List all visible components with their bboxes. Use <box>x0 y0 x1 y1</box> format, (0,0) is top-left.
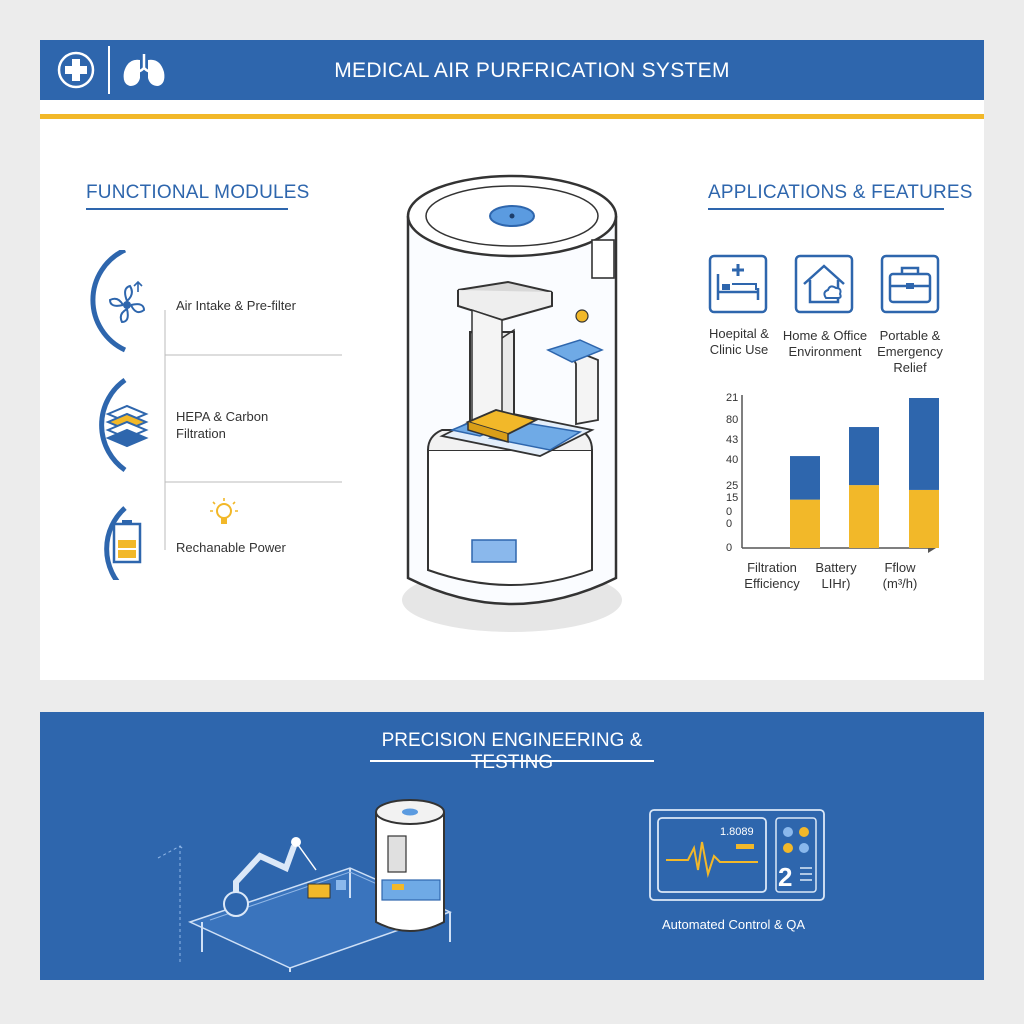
chart-category-label: Filtration Efficiency <box>744 560 800 591</box>
header-bar: MEDICAL AIR PURFRICATION SYSTEM <box>40 40 984 100</box>
automated-control-caption: Automated Control & QA <box>662 917 806 932</box>
app-label-portable: Portable & Emergency Relief <box>877 328 943 375</box>
assembly-line-illustration <box>157 799 453 972</box>
bar-segment <box>909 489 939 548</box>
chart-category-label: Battery LIHr) <box>815 560 857 591</box>
applications-title: APPLICATIONS & FEATURES <box>708 182 973 203</box>
module-label-hepa: HEPA & Carbon Filtration <box>176 409 269 441</box>
chart-category-label: Fflow (m³/h) <box>882 560 918 591</box>
header-divider <box>108 46 110 94</box>
filter-layers-icon <box>105 404 149 448</box>
purifier-illustration <box>402 174 622 632</box>
bar-segment <box>909 398 939 490</box>
engineering-panel: PRECISION ENGINEERING & TESTING 1.8089 2… <box>40 712 984 980</box>
fan-icon <box>108 280 146 324</box>
y-tick-label: 80 <box>726 414 739 426</box>
functional-modules-title: FUNCTIONAL MODULES <box>86 182 310 203</box>
applications-underline <box>708 208 944 210</box>
y-tick-label: 43 <box>726 434 739 446</box>
accent-bar <box>40 114 984 119</box>
features-bar-chart <box>741 395 939 553</box>
lightbulb-icon <box>210 498 238 524</box>
y-tick-label: 0 <box>726 542 733 554</box>
y-tick-label: 0 <box>726 518 733 530</box>
module-label-air-intake: Air Intake & Pre-filter <box>176 298 296 313</box>
hospital-bed-icon <box>708 254 768 314</box>
bar-segment <box>790 456 820 500</box>
medical-cross-icon <box>57 51 95 89</box>
engineering-underline <box>370 760 654 762</box>
lungs-icon <box>123 54 165 86</box>
page-title: MEDICAL AIR PURFRICATION SYSTEM <box>334 59 730 82</box>
monitor-number: 2 <box>778 862 793 892</box>
home-cloud-icon <box>794 254 854 314</box>
y-tick-label: 15 <box>726 492 739 504</box>
y-tick-label: 0 <box>726 506 733 518</box>
bar-segment <box>849 427 879 486</box>
module-label-power: Rechanable Power <box>176 540 286 555</box>
bar-segment <box>849 485 879 548</box>
main-panel: FUNCTIONAL MODULES Air Intake & Pre-filt… <box>40 100 984 680</box>
y-tick-label: 25 <box>726 480 739 492</box>
briefcase-icon <box>880 254 940 314</box>
battery-icon <box>112 520 142 564</box>
monitor-readout: 1.8089 <box>720 826 754 838</box>
y-tick-label: 40 <box>726 454 739 466</box>
module-connectors <box>90 250 342 580</box>
app-label-home: Home & Office Environment <box>782 328 868 359</box>
functional-modules-underline <box>86 208 288 210</box>
y-tick-label: 21 <box>726 392 739 404</box>
control-monitor <box>649 809 825 901</box>
bar-segment <box>790 499 820 548</box>
app-label-hospital: Hoepital & Clinic Use <box>709 326 769 357</box>
engineering-title: PRECISION ENGINEERING & TESTING <box>381 730 643 773</box>
